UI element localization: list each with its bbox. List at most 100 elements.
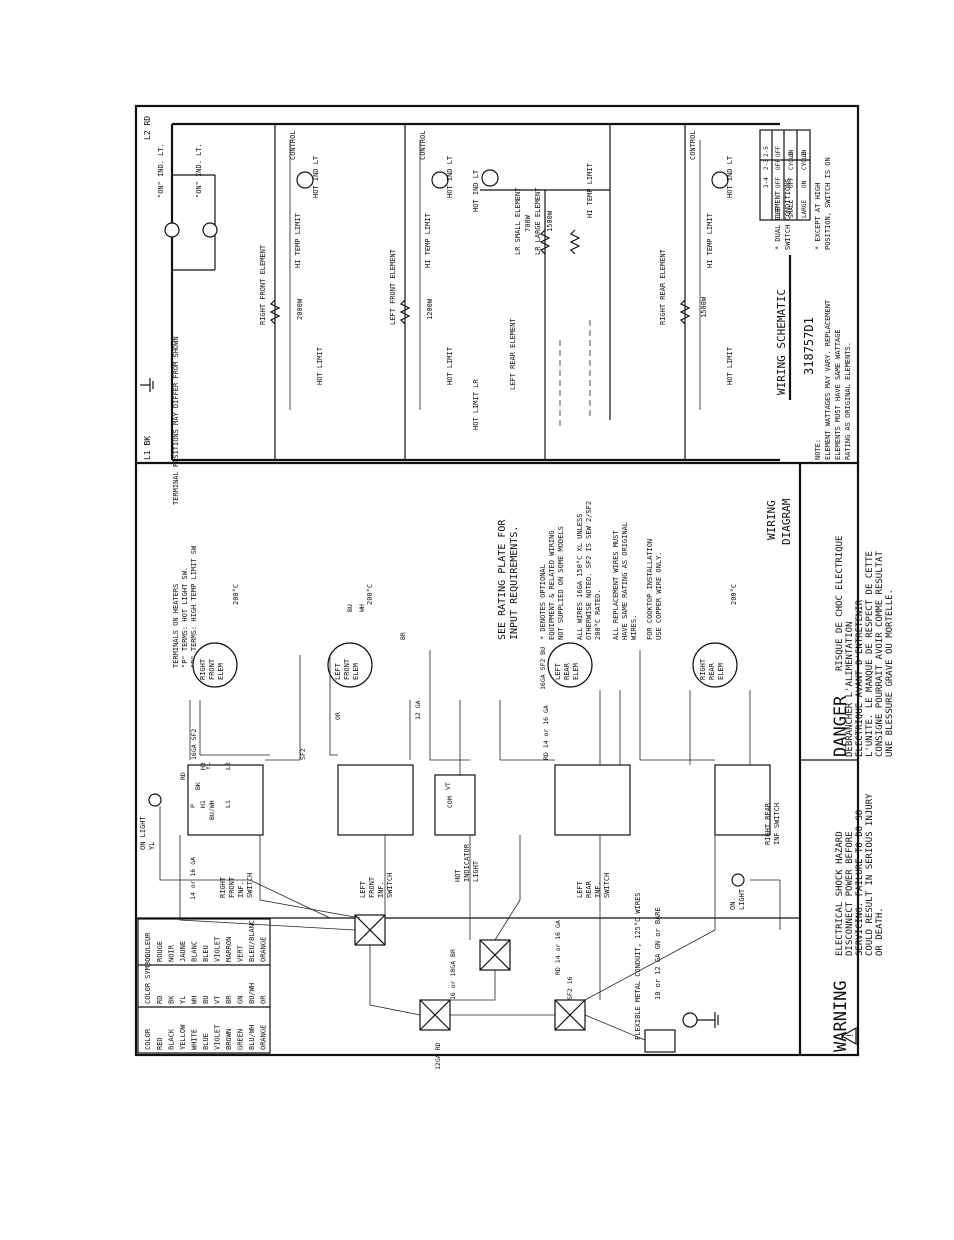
wire-label: BU/WH [208,800,216,820]
switch-cond-cell: LARGE [801,200,808,218]
color-table-cell: ORANGE [260,937,268,962]
conduit-ground: FLEXIBLE METAL CONDUIT, 125°C WIRES 10 o… [634,892,719,1053]
svg-text:1500W: 1500W [700,296,708,318]
schematic-row-right-rear: RIGHT REAR ELEMENT 1500W HI TEMP LIMIT H… [659,124,734,460]
wiring-schematic: L1 BK L2 RD "ON" IND. LT. "ON" IND. LT. … [140,116,852,462]
color-table-cell: WHITE [191,1029,199,1050]
on-indicator-lights: "ON" IND. LT. "ON" IND. LT. [157,143,218,271]
color-table-cell: VT [214,995,222,1004]
color-table-cell: VERT [237,944,245,962]
switch-cond-cell: SMALL [788,200,795,218]
svg-text:FRONT: FRONT [343,658,351,680]
svg-text:SWITCH CONDITIONS: SWITCH CONDITIONS [784,178,792,250]
svg-text:INDICATOR: INDICATOR [463,843,471,882]
wire-label: 12GA RD [434,1043,442,1070]
diagram-note-line: NOT SUPPLIED ON SOME MODELS [557,526,565,640]
svg-text:SEE RATING PLATE FOR: SEE RATING PLATE FOR [497,519,508,640]
svg-text:SWITCH: SWITCH [386,873,394,898]
ground-terminal-icon [682,1012,698,1028]
wire-runs [159,650,781,1041]
wire-label: BK [194,782,202,790]
on-light-top-icon [148,793,162,807]
svg-text:"P" TERMS: HOT LIGHT SW.: "P" TERMS: HOT LIGHT SW. [181,567,189,668]
color-table-header: COLOR [144,1028,152,1050]
color-table-cell: VIOLET [214,936,222,962]
svg-text:LEFT REAR ELEMENT: LEFT REAR ELEMENT [509,318,517,390]
svg-text:ON: ON [729,902,737,910]
schematic-title-text: WIRING SCHEMATIC [775,289,788,395]
wire-label: RD [179,772,187,780]
wire-label: COM [446,796,454,808]
svg-text:* DUAL ELEMENT: * DUAL ELEMENT [774,190,782,250]
color-table-header: COULEUR [144,932,152,962]
rating-note: SEE RATING PLATE FOR INPUT REQUIREMENTS. [497,519,520,640]
svg-text:RIGHT: RIGHT [219,876,227,898]
lr-large-element-icon [569,229,581,255]
switch-cond-header: 2-5 [763,146,770,157]
svg-text:LEFT FRONT ELEMENT: LEFT FRONT ELEMENT [389,248,397,325]
wire-label: YL [204,762,212,770]
svg-text:LEFT: LEFT [359,880,367,898]
svg-text:CONTROL: CONTROL [419,130,427,160]
wiring-diagram: WIRING DIAGRAM TERMINALS ON HEATERS "P" … [139,336,793,1070]
color-table-cell: BLU/WH [248,1025,256,1050]
svg-text:"D" TERMS: HIGH TEMP LIMIT SW: "D" TERMS: HIGH TEMP LIMIT SW [190,545,198,668]
switch-cond-cell: CYCLE [801,152,808,170]
wire-label: VT [444,782,452,790]
color-table-cell: MARRON [225,937,233,962]
svg-text:10 or 12 GA GN or BARE: 10 or 12 GA GN or BARE [654,907,662,1000]
terminals-note: TERMINALS ON HEATERS "P" TERMS: HOT LIGH… [172,336,198,668]
diagram-note-line: FOR COOKTOP INSTALLATION [646,539,654,640]
switch-cond-cell: OFF [775,146,782,157]
color-table-cell: BLACK [168,1028,176,1050]
svg-text:INF.: INF. [377,881,385,898]
color-table-cell: YELLOW [179,1024,187,1050]
svg-text:REAR: REAR [563,662,571,680]
svg-text:HI TEMP LIMIT: HI TEMP LIMIT [294,212,302,268]
color-table-cell: BLEU/BLANC [248,920,256,962]
rr-hot-lamp-icon [711,171,729,189]
warning-line-3: SERVICING. FAILURE TO DO SO [855,810,865,956]
danger-line-1: RISQUE DE CHOC ELECTRIQUE [835,536,845,671]
danger-block: DANGER RISQUE DE CHOC ELECTRIQUE DEBRANC… [831,536,895,757]
diagram-note-line: 200°C RATED. [594,589,602,640]
color-table-cell: RD [156,996,164,1004]
lr-small-element-icon [539,229,551,255]
schematic-note: NOTE: ELEMENT WATTAGES MAY VARY. REPLACE… [814,299,852,460]
color-table-cell: BU/WH [248,983,256,1004]
switch-left-front: LEFT FRONT INF. SWITCH [337,764,414,898]
color-table-cell: NOIR [168,944,176,962]
svg-text:ELEM: ELEM [352,663,360,680]
svg-text:ELEMENTS MUST HAVE SAME WATTAG: ELEMENTS MUST HAVE SAME WATTAGE [834,329,842,460]
diagram-note-line: ALL REPLACEMENT WIRES MUST [612,530,620,640]
element-left-rear: LEFT REAR ELEM [547,642,593,688]
color-table-cell: GREEN [237,1029,245,1050]
color-table-cell: YL [179,996,187,1004]
svg-text:CONTROL: CONTROL [689,130,697,160]
svg-text:YL: YL [148,842,156,850]
color-table-cell: RED [156,1037,164,1050]
wire-label: 16GA SF2 BU [539,647,547,690]
color-table-cell: ORANGE [260,1025,268,1050]
warning-block: WARNING ELECTRICAL SHOCK HAZARD DISCONNE… [831,793,885,1052]
svg-text:700W: 700W [524,214,532,232]
svg-text:RIGHT: RIGHT [699,658,707,680]
color-table-cell: BLUE [202,1033,210,1050]
color-table-cell: BLEU [202,945,210,962]
svg-text:1500W: 1500W [546,210,554,232]
switch-conditions-table: 3-42-32-5OFFOFFOFFOFFSMALLOFFCYCLEONLARG… [759,129,832,250]
element-right-front: RIGHT FRONT ELEM 200°C [192,584,240,688]
wire-label: 16GA SF2 [190,729,198,760]
svg-text:TERMINALS ON HEATERS: TERMINALS ON HEATERS [172,584,180,668]
svg-text:INF SWITCH: INF SWITCH [773,803,781,845]
svg-text:CONTROL: CONTROL [289,130,297,160]
color-table-cell: BR [225,995,233,1004]
svg-text:FRONT: FRONT [208,658,216,680]
danger-line-4: L'UNITE. LE MANQUE DE RESPECT DE CETTE [865,551,875,757]
svg-text:200°C: 200°C [366,584,374,605]
switch-cond-cell: CYCLE [788,152,795,170]
